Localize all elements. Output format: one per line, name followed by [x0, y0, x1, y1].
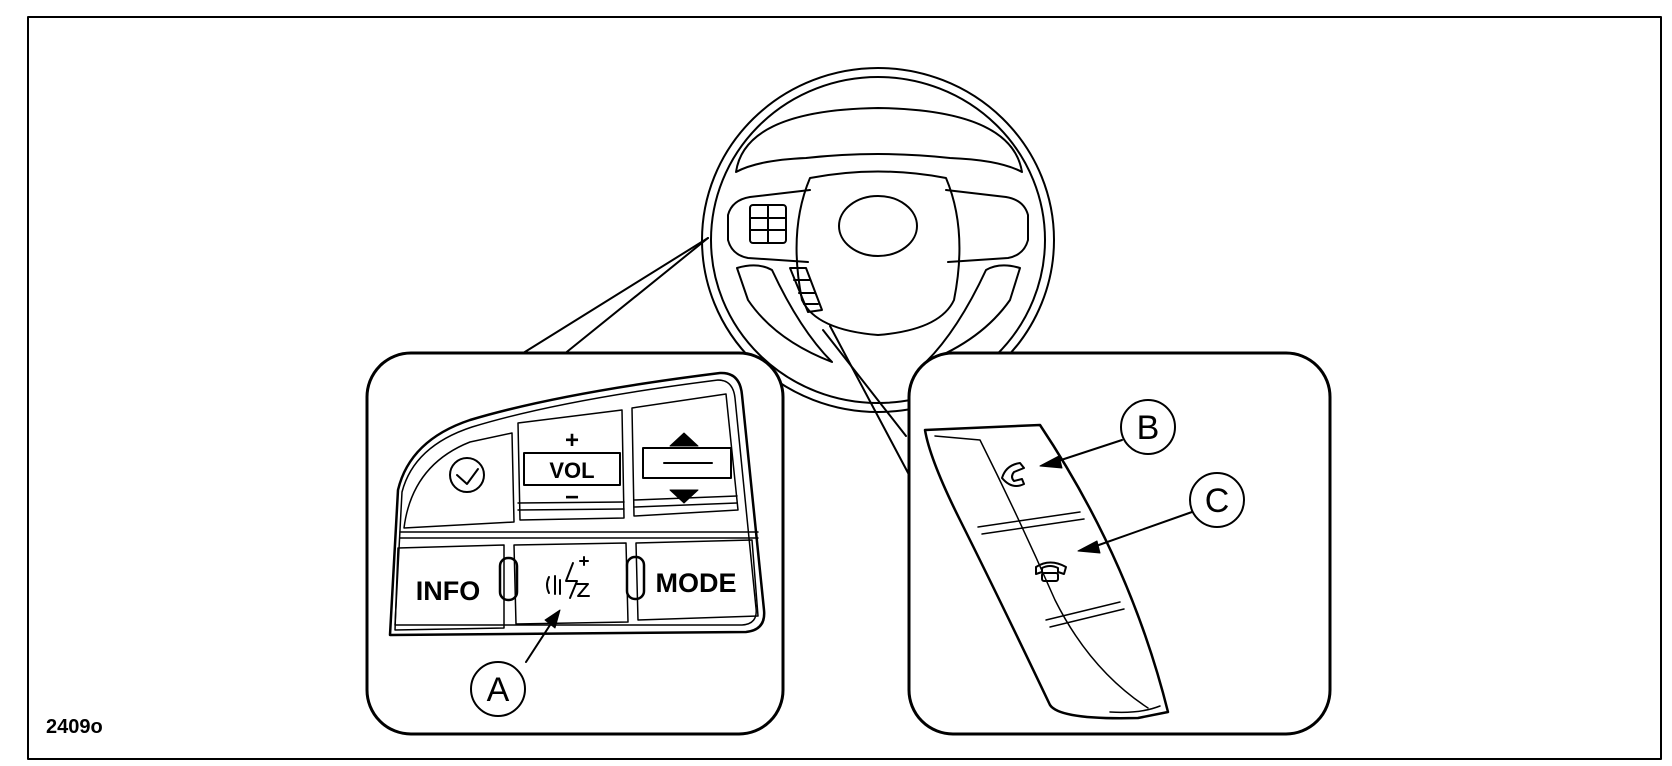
info-label: INFO [416, 576, 481, 606]
phone-switch-strip [923, 423, 1170, 720]
voice-command-button[interactable] [513, 542, 629, 625]
callout-c-circle [1189, 472, 1245, 528]
up-arrow-icon [669, 432, 699, 447]
figure-id: 2409o [46, 716, 103, 738]
info-button[interactable] [394, 544, 505, 631]
phone-pickup-icon [1001, 462, 1025, 487]
steering-wheel [701, 67, 1055, 413]
switch-housing [388, 371, 766, 637]
mode-label: MODE [656, 568, 737, 598]
callout-b-circle [1120, 399, 1176, 455]
callout-c-label: C [1205, 482, 1230, 520]
figure-frame [27, 16, 1662, 760]
callout-a-arrowhead [544, 609, 561, 629]
right-switch-panel: B C [907, 351, 1332, 736]
clock-button [403, 432, 515, 529]
callout-a-label: A [487, 671, 510, 709]
vol-minus-label: − [565, 484, 579, 511]
callout-c-arrowhead [1077, 540, 1101, 554]
leader-lines [519, 237, 916, 487]
callout-a-leader [525, 621, 553, 663]
callout-a-circle [470, 661, 526, 717]
left-switch-panel: + VOL − INFO MODE [365, 351, 785, 736]
mode-button[interactable] [635, 539, 759, 621]
vol-label-box [523, 452, 621, 486]
down-arrow-icon [669, 489, 699, 504]
phone-hangup-icon [1035, 561, 1067, 582]
clock-icon [449, 457, 485, 493]
left-rocker-pill [498, 556, 519, 602]
callout-b-leader [1057, 439, 1123, 462]
right-rocker-pill [625, 555, 646, 601]
callout-b-arrowhead [1039, 455, 1063, 469]
callout-b-label: B [1137, 409, 1160, 447]
vol-label: VOL [549, 458, 594, 483]
callout-c-leader [1095, 511, 1193, 547]
voice-command-icon [546, 556, 590, 599]
volume-rocker-button[interactable] [517, 409, 625, 521]
vol-plus-label: + [565, 427, 579, 454]
seek-rocker-button[interactable] [631, 393, 739, 517]
